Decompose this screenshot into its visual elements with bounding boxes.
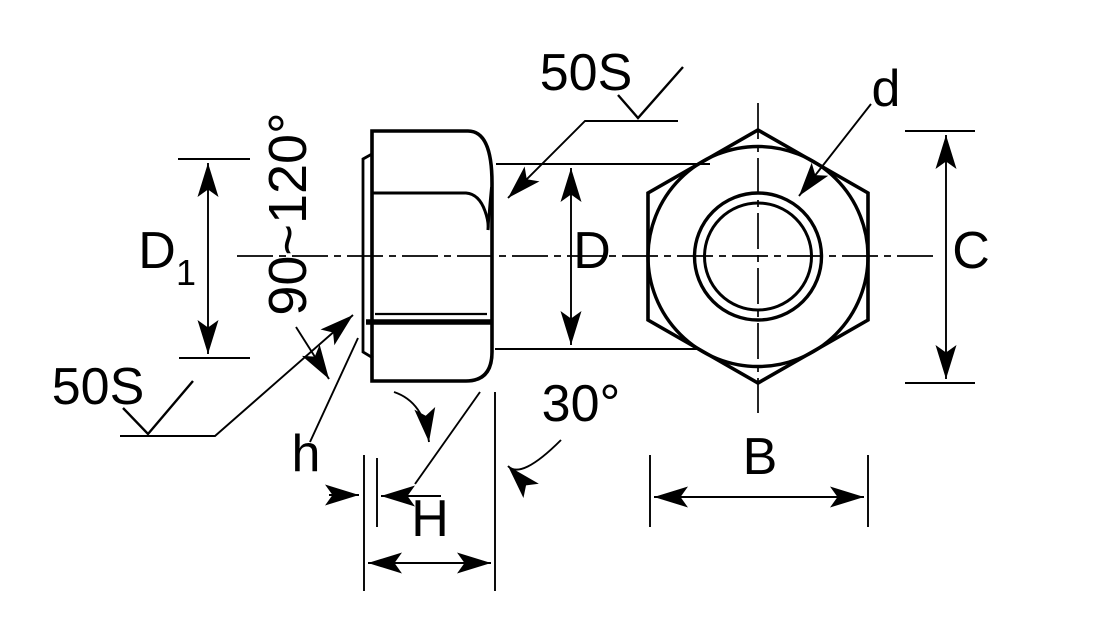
dimension-d-chamfer: D xyxy=(495,163,710,350)
label-d1: D xyxy=(138,222,176,280)
label-d1-subscript: 1 xyxy=(176,252,196,293)
surface-finish-top-leader xyxy=(507,120,678,199)
hole-diameter-leader xyxy=(798,103,872,197)
surface-finish-bottom: 50S xyxy=(52,314,354,437)
label-d-chamfer: D xyxy=(573,222,611,280)
chamfer-angle-leader xyxy=(507,439,562,499)
side-view xyxy=(361,129,494,383)
bearing-angle-leader xyxy=(295,326,330,380)
hole-circle xyxy=(703,201,813,312)
annotation-chamfer-angle: 30° xyxy=(393,375,621,499)
dimension-c: C xyxy=(905,130,990,384)
surface-finish-bottom-leader xyxy=(120,314,354,437)
dimension-d1: D 1 xyxy=(138,158,250,359)
label-hole-diameter: d xyxy=(872,60,901,118)
surface-finish-check-icon xyxy=(617,66,684,120)
chamfer-angle-reference-line xyxy=(414,391,481,485)
label-h-washer: h xyxy=(292,425,321,483)
chamfer-inscribed-circle xyxy=(646,144,870,369)
label-bearing-angle: 90~120° xyxy=(258,112,318,315)
label-h-height: H xyxy=(411,490,449,548)
h-washer-leader xyxy=(309,337,359,443)
hexagon-outline xyxy=(646,127,870,386)
dimension-h-washer: h xyxy=(292,337,441,527)
dimension-h-height: H xyxy=(363,392,496,591)
washer-face-boss xyxy=(361,152,374,360)
annotation-hole-diameter: d xyxy=(798,60,901,197)
dimension-b: B xyxy=(649,428,869,527)
label-b: B xyxy=(743,428,778,486)
nut-body-outline xyxy=(370,129,494,383)
upper-face-division-line xyxy=(372,191,490,231)
label-surface-finish-bottom: 50S xyxy=(52,358,145,416)
label-chamfer-angle: 30° xyxy=(542,375,621,433)
centerlines xyxy=(237,103,934,413)
front-view xyxy=(646,127,870,386)
surface-finish-top: 50S xyxy=(507,44,684,199)
label-surface-finish-top: 50S xyxy=(540,44,633,102)
label-c: C xyxy=(952,222,990,280)
chamfer-arc xyxy=(486,186,493,231)
annotation-bearing-angle: 90~120° xyxy=(258,112,330,380)
hole-countersink-circle xyxy=(692,191,824,322)
surface-finish-check-icon xyxy=(122,380,194,436)
chamfer-angle-arc-arrow xyxy=(393,391,436,443)
